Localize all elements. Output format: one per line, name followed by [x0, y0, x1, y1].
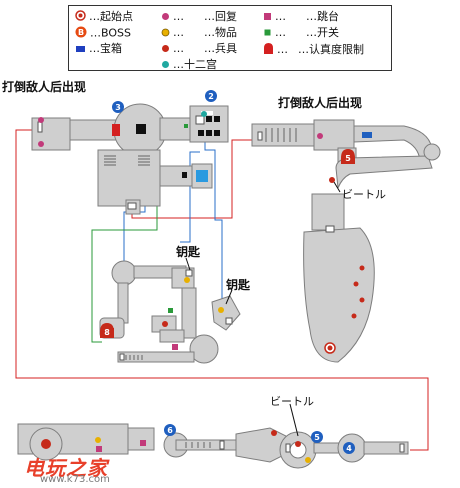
- weapon-icon: [161, 43, 170, 56]
- svg-text:B: B: [78, 28, 84, 37]
- start-point: [41, 439, 51, 449]
- legend-weapon: ……兵具: [161, 42, 237, 56]
- annotation-defeat-left: 打倒敌人后出现: [2, 80, 87, 94]
- marker-area-3: 3: [115, 103, 121, 112]
- marker-area-5-lock: [341, 149, 355, 164]
- right-details: [257, 128, 372, 354]
- marker-area-5b-circle: [311, 431, 323, 443]
- item-icon: [161, 27, 170, 40]
- area-markers: 2 3 6 5 4 5 8: [100, 90, 355, 454]
- lock-icon: [263, 42, 274, 58]
- legend-heal: ……回复: [161, 10, 237, 24]
- legend-chest-label: …宝箱: [89, 42, 122, 55]
- annotation-defeat-right: 打倒敌人后出现: [278, 96, 363, 110]
- heal-point: [38, 141, 44, 147]
- area-right: [251, 119, 441, 363]
- bottom-details: [41, 430, 405, 463]
- marker-area-8-lock: [100, 323, 114, 338]
- legend-item: ……物品: [161, 26, 237, 40]
- legend-switch: ……开关: [263, 26, 339, 40]
- weapon-point: [271, 430, 277, 436]
- boss-icon: B: [75, 26, 87, 41]
- legend-lock: ……认真度限制: [263, 42, 364, 58]
- legend-jump-label: …跳台: [306, 10, 339, 23]
- annotation-beetle-2: ビートル: [270, 395, 314, 408]
- item-point: [184, 277, 190, 283]
- marker-area-8: 8: [104, 328, 110, 337]
- watermark-url: www.k73.com: [40, 474, 110, 485]
- marker-area-5: 5: [345, 154, 351, 163]
- route-red-left: [15, 129, 429, 451]
- map-legend: …起始点 B …BOSS …宝箱 ……回复 ……物品 ……兵具 …十二宫 ……跳…: [68, 5, 392, 71]
- legend-palace-label: …十二宫: [173, 58, 217, 71]
- annotation-key-2: 钥匙: [226, 278, 251, 292]
- route-red-top: [131, 139, 252, 219]
- legend-item-label: …物品: [204, 26, 237, 39]
- legend-boss-label: …BOSS: [90, 26, 131, 40]
- marker-area-4-circle: [343, 442, 355, 454]
- item-point: [305, 457, 311, 463]
- marker-area-5b: 5: [314, 433, 320, 442]
- marker-area-3-circle: [112, 101, 124, 113]
- item-point: [95, 437, 101, 443]
- item-point: [218, 307, 224, 313]
- route-blue-2: [204, 140, 223, 300]
- legend-start: …起始点: [75, 10, 133, 24]
- chest-icon: [75, 43, 86, 56]
- marker-area-2: 2: [208, 92, 214, 101]
- marker-area-2-circle: [205, 90, 217, 102]
- annotation-beetle-1: ビートル: [342, 188, 386, 201]
- weapon-point: [162, 321, 168, 327]
- weapon-point: [295, 441, 301, 447]
- marker-area-4: 4: [346, 444, 352, 453]
- route-green: [91, 205, 158, 343]
- legend-switch-label: …开关: [306, 26, 339, 39]
- legend-palace: …十二宫: [161, 58, 217, 72]
- palace-icon: [161, 59, 170, 72]
- castle-details: [37, 111, 220, 210]
- legend-jump: ……跳台: [263, 10, 339, 24]
- legend-weapon-label: …兵具: [204, 42, 237, 55]
- legend-start-label: …起始点: [89, 10, 133, 23]
- watermark-brand: 电玩之家: [24, 456, 108, 480]
- palace-point: [201, 111, 207, 117]
- legend-heal-label: …回复: [204, 10, 237, 23]
- legend-lock-label: …认真度限制: [298, 43, 364, 56]
- switch-icon: [263, 27, 272, 40]
- jump-icon: [263, 11, 272, 24]
- legend-boss: B …BOSS: [75, 26, 131, 41]
- route-blue-3: [180, 151, 200, 243]
- marker-area-6-circle: [164, 424, 176, 436]
- heal-icon: [161, 11, 170, 24]
- leader-lines: [185, 181, 341, 437]
- marker-area-6: 6: [167, 426, 173, 435]
- start-icon: [75, 10, 86, 24]
- heal-point: [38, 117, 44, 123]
- heal-point: [317, 133, 323, 139]
- legend-chest: …宝箱: [75, 42, 122, 56]
- annotation-key-1: 钥匙: [176, 245, 201, 259]
- weapon-point: [329, 177, 335, 183]
